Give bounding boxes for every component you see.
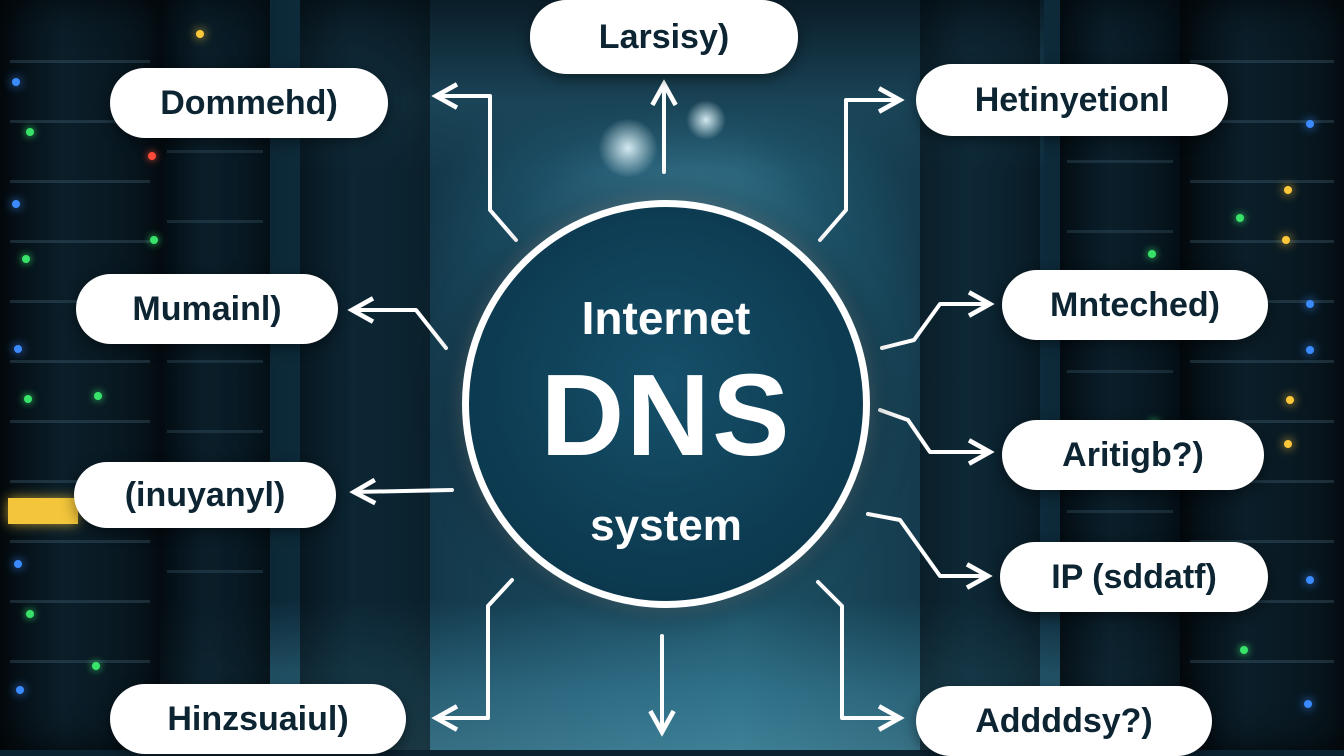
hub-title-system: system [590, 501, 742, 550]
connector-left-2 [354, 490, 454, 492]
node-left-1: Mumainl) [76, 274, 338, 344]
status-led [14, 345, 22, 353]
status-led [1236, 214, 1244, 222]
status-led [196, 30, 204, 38]
node-top-right: Hetinyetionl [916, 64, 1228, 136]
connector-right-2 [878, 408, 990, 452]
ceiling-light [598, 118, 658, 178]
ceiling-light [686, 100, 726, 140]
status-led [150, 236, 158, 244]
status-led [1306, 120, 1314, 128]
node-bottom-left: Hinzsuaiul) [110, 684, 406, 754]
node-top: Larsisy) [530, 0, 798, 74]
status-led [1306, 576, 1314, 584]
status-led [14, 560, 22, 568]
connector-right-3 [866, 512, 988, 576]
status-led [22, 255, 30, 263]
node-bottom-right: Addddsy?) [916, 686, 1212, 756]
status-led [1304, 700, 1312, 708]
status-led [26, 128, 34, 136]
status-led [12, 78, 20, 86]
status-led [92, 662, 100, 670]
rack-indicator-bar [8, 498, 78, 524]
connector-top-left [436, 96, 518, 242]
status-led [148, 152, 156, 160]
connector-left-1 [352, 310, 448, 350]
node-right-3: IP (sddatf) [1000, 542, 1268, 612]
status-led [26, 610, 34, 618]
hub-title-dns: DNS [540, 350, 792, 480]
connector-right-1 [880, 304, 990, 350]
node-right-1: Mnteched) [1002, 270, 1268, 340]
status-led [1284, 440, 1292, 448]
node-left-2: (inuyanyl) [74, 462, 336, 528]
status-led [1282, 236, 1290, 244]
connector-bottom-left [436, 578, 514, 718]
hub-title-internet: Internet [581, 292, 751, 344]
status-led [1286, 396, 1294, 404]
status-led [16, 686, 24, 694]
status-led [1306, 346, 1314, 354]
status-led [1306, 300, 1314, 308]
status-led [1284, 186, 1292, 194]
status-led [12, 200, 20, 208]
node-right-2: Aritigb?) [1002, 420, 1264, 490]
connector-top-right [818, 100, 900, 242]
node-top-left: Dommehd) [110, 68, 388, 138]
dns-hub-circle: Internet DNS system [462, 200, 870, 608]
status-led [24, 395, 32, 403]
status-led [1240, 646, 1248, 654]
connector-bottom-right [816, 580, 900, 718]
status-led [1148, 250, 1156, 258]
status-led [94, 392, 102, 400]
